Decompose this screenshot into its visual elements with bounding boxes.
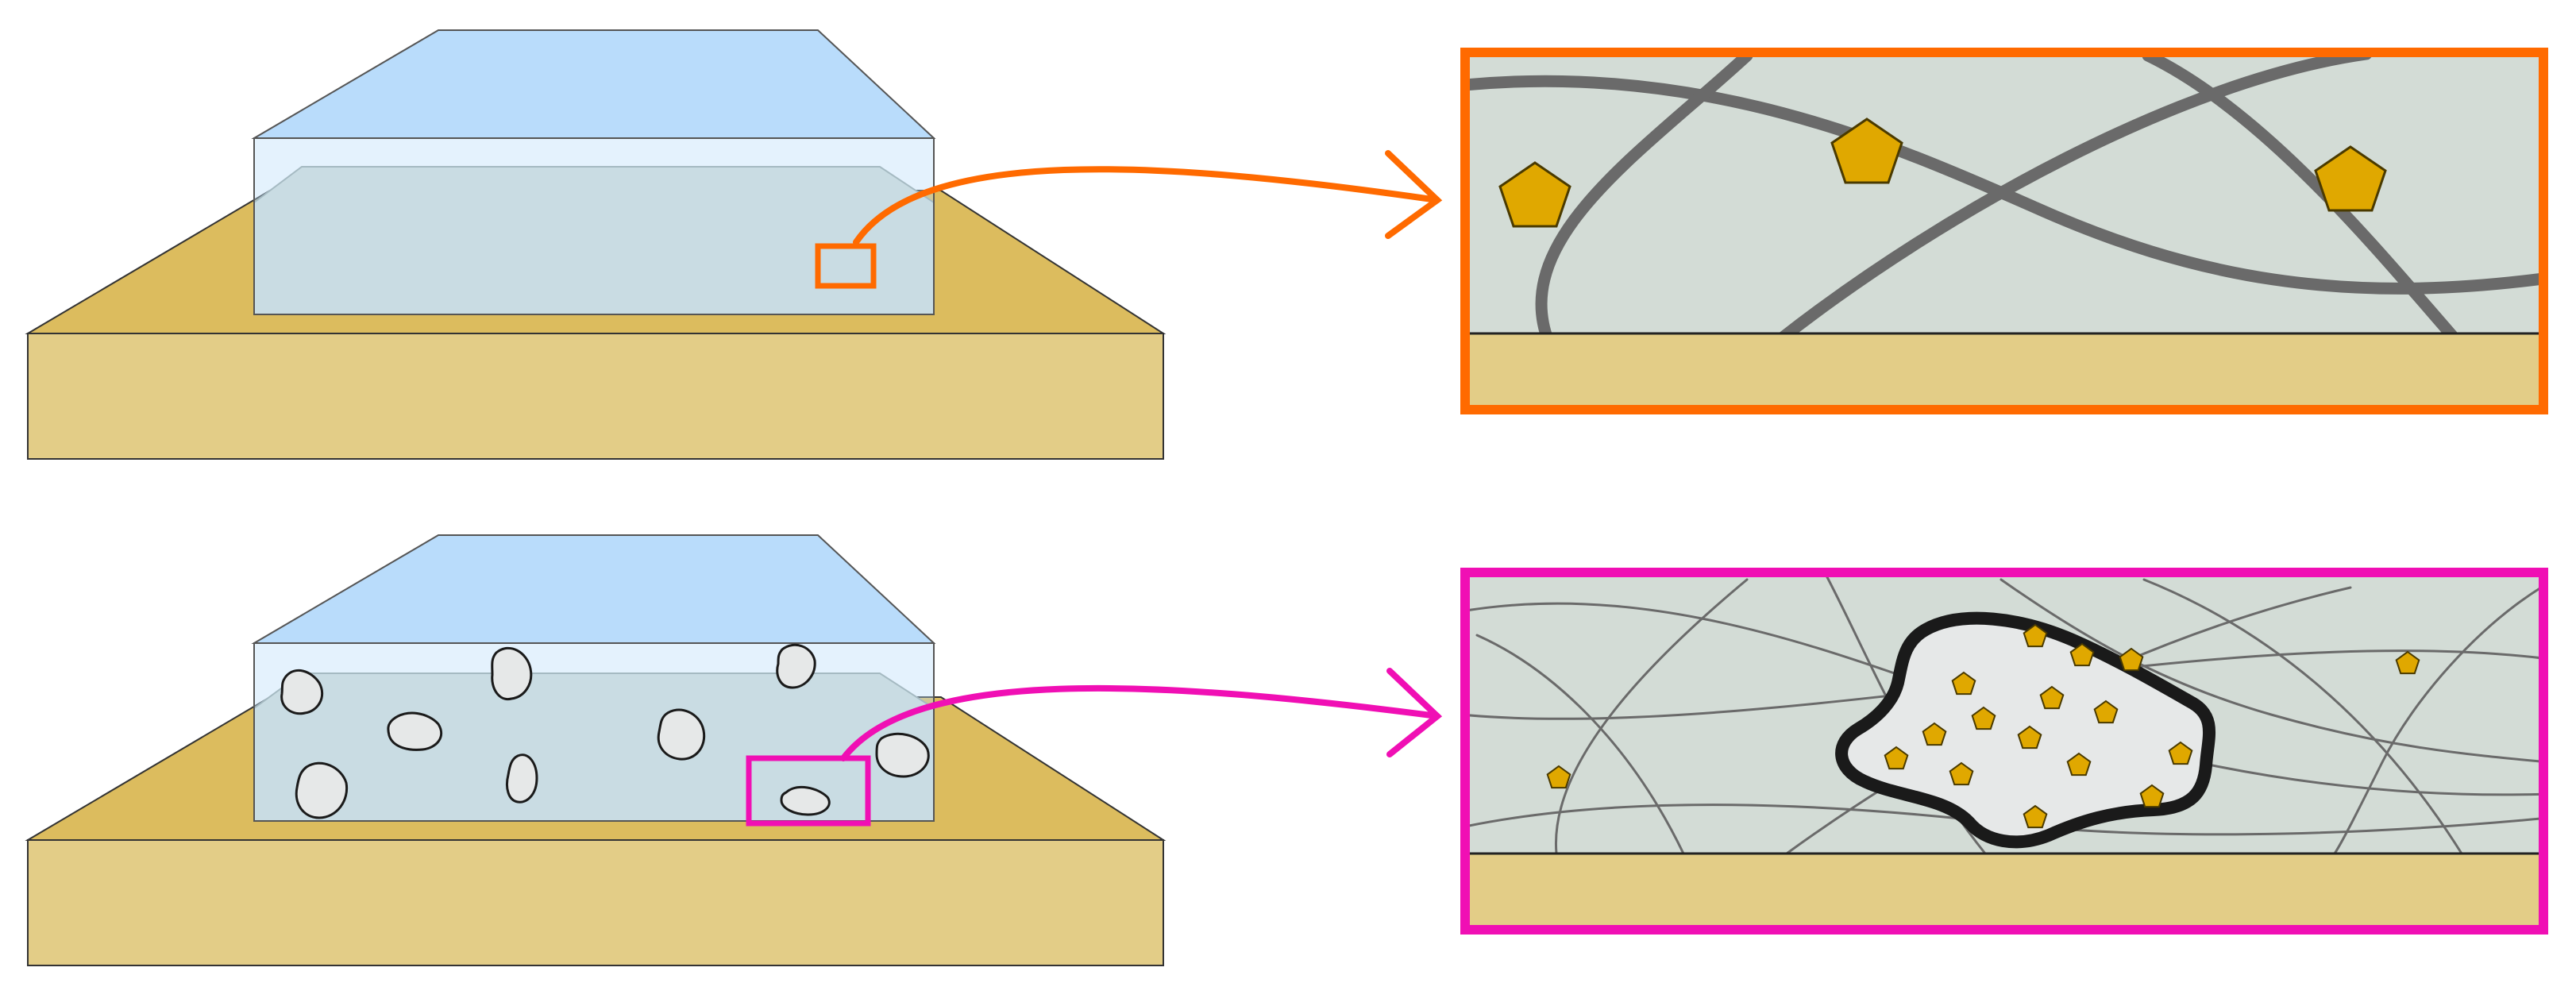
pentagon-icon bbox=[1884, 746, 1909, 770]
pentagon-icon bbox=[1830, 118, 1903, 184]
pentagon-icon bbox=[2119, 647, 2144, 672]
bottom-curved-arrow-icon bbox=[840, 668, 1443, 761]
void-icon bbox=[295, 761, 349, 819]
pentagon-icon bbox=[1971, 706, 1996, 730]
top-zoom-region-marker bbox=[815, 243, 877, 289]
pentagon-icon bbox=[2069, 642, 2095, 667]
top-curved-arrow-icon bbox=[853, 150, 1443, 245]
pentagon-icon bbox=[2017, 725, 2042, 750]
bottom-zoom-region-marker bbox=[746, 755, 871, 827]
bottom-arrow-head bbox=[1386, 668, 1443, 757]
top-arrow-path bbox=[853, 166, 1440, 245]
top-arrow-head bbox=[1385, 150, 1443, 239]
top-particles bbox=[1498, 118, 2387, 228]
fiber bbox=[2142, 56, 2460, 344]
void-icon bbox=[776, 643, 816, 689]
pentagon-icon bbox=[2139, 784, 2165, 808]
bottom-particles bbox=[1546, 623, 2420, 829]
bottom-glass-body bbox=[253, 642, 935, 822]
fiber bbox=[1475, 634, 1685, 855]
pentagon-icon bbox=[2093, 699, 2119, 724]
bottom-zoom-frame bbox=[1460, 568, 2548, 935]
void-icon bbox=[280, 669, 324, 715]
bottom-substrate-front-face bbox=[27, 839, 1164, 966]
bottom-pores bbox=[280, 643, 930, 819]
pentagon-icon bbox=[2039, 685, 2065, 710]
pentagon-icon bbox=[2168, 741, 2193, 765]
pentagon-icon bbox=[2314, 145, 2387, 212]
top-zoom-substrate bbox=[1468, 333, 2540, 407]
top-zoom-panel bbox=[1460, 48, 2548, 414]
void-icon bbox=[875, 732, 930, 778]
pentagon-icon bbox=[2395, 650, 2420, 675]
void-icon bbox=[387, 711, 443, 751]
void-icon bbox=[657, 708, 706, 761]
void-icon bbox=[491, 647, 533, 701]
pentagon-icon bbox=[1951, 671, 1976, 696]
void-icon bbox=[506, 753, 538, 804]
fiber bbox=[2142, 578, 2463, 855]
void-icon bbox=[780, 785, 831, 816]
pentagon-icon bbox=[2023, 623, 2048, 648]
bottom-device bbox=[25, 534, 1167, 966]
top-glass-cover bbox=[251, 29, 936, 139]
fiber bbox=[1999, 578, 2540, 763]
fiber bbox=[1468, 75, 2540, 295]
fiber bbox=[1535, 56, 1753, 348]
bottom-zoom-panel bbox=[1460, 568, 2548, 935]
top-device bbox=[25, 29, 1167, 460]
top-substrate-front-face bbox=[27, 333, 1164, 460]
pentagon-icon bbox=[1498, 161, 1571, 228]
bottom-zoom-substrate bbox=[1468, 854, 2540, 927]
pentagon-icon bbox=[1949, 761, 1974, 786]
pentagon-icon bbox=[1922, 722, 1947, 746]
pentagon-icon bbox=[2066, 752, 2092, 777]
pentagon-icon bbox=[2023, 804, 2048, 829]
fiber bbox=[1776, 56, 2373, 344]
bottom-arrow-path bbox=[840, 684, 1440, 761]
bottom-glass-cover bbox=[251, 534, 936, 644]
top-zoom-frame bbox=[1460, 48, 2548, 414]
pentagon-icon bbox=[1546, 765, 1571, 789]
